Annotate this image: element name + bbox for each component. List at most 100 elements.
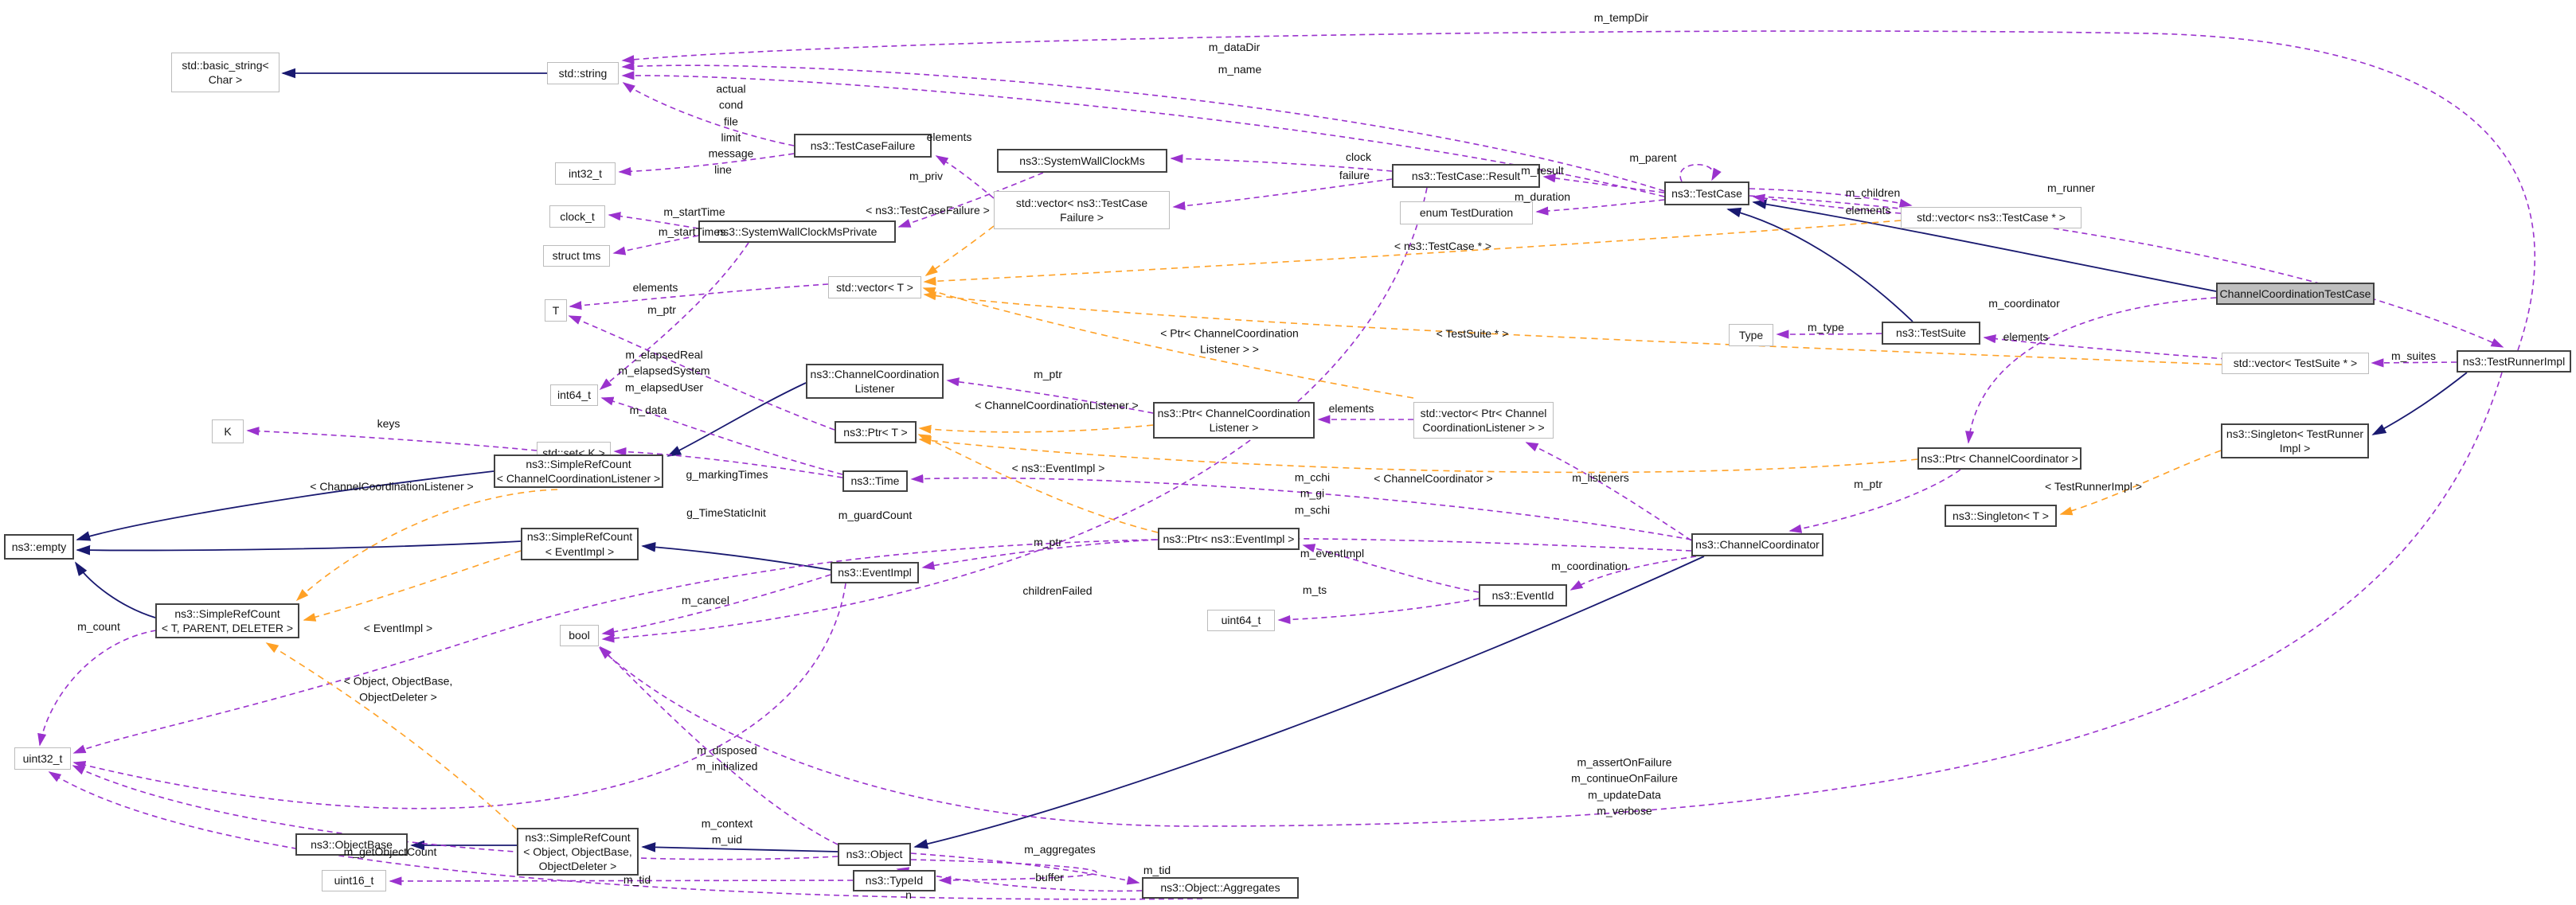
edge-vects-inst-vectort <box>923 291 2222 365</box>
node-object-base[interactable]: ns3::ObjectBase <box>295 833 408 856</box>
node-ptr-event-impl[interactable]: ns3::Ptr< ns3::EventImpl > <box>1158 528 1300 550</box>
node-uint16-t: uint16_t <box>322 870 386 891</box>
edge-cc-coordination-eventid <box>1569 556 1697 591</box>
edge-object-getobjectcount-uint32 <box>72 765 838 860</box>
node-simple-ref-count-event-impl[interactable]: ns3::SimpleRefCount < EventImpl > <box>521 528 639 560</box>
node-simple-ref-count-tpd[interactable]: ns3::SimpleRefCount < T, PARENT, DELETER… <box>155 603 299 638</box>
edge-src-evt-to-empty <box>76 540 522 556</box>
node-ns3-object[interactable]: ns3::Object <box>838 843 911 866</box>
edge-label: m_tid <box>1143 863 1171 876</box>
edge-label: < TestSuite * > <box>1436 326 1509 340</box>
node-system-wall-clock-ms[interactable]: ns3::SystemWallClockMs <box>997 149 1167 173</box>
node-channel-coordinator[interactable]: ns3::ChannelCoordinator <box>1691 533 1824 556</box>
edge-label: g_markingTimes <box>686 467 768 481</box>
edge-label: m_tid <box>623 872 651 886</box>
edge-tri-flags-bool <box>598 372 2503 827</box>
edge-label: g_TimeStaticInit <box>686 505 766 519</box>
edge-label: m_duration <box>1514 189 1571 203</box>
node-int32-t: int32_t <box>555 162 616 185</box>
edge-label: m_assertOnFailure m_continueOnFailure m_… <box>1571 755 1678 817</box>
node-event-id[interactable]: ns3::EventId <box>1479 584 1567 607</box>
node-t: T <box>545 299 567 322</box>
node-ns3-time[interactable]: ns3::Time <box>842 470 908 492</box>
edge-label: m_guardCount <box>838 508 913 521</box>
edge-label: m_suites <box>2390 349 2437 362</box>
edge-label: m_children <box>1845 185 1901 199</box>
edge-ptrccl-inst-ptrt <box>918 424 1154 434</box>
node-system-wall-clock-ms-private[interactable]: ns3::SystemWallClockMsPrivate <box>698 220 896 243</box>
edge-test-case-datadir-string <box>621 61 1665 192</box>
edge-label: < ns3::TestCase * > <box>1394 239 1492 252</box>
node-channel-coordination-listener[interactable]: ns3::ChannelCoordination Listener <box>806 364 944 399</box>
edge-src-tpd-to-empty <box>74 561 156 618</box>
node-int64-t: int64_t <box>550 384 598 406</box>
edge-label: failure <box>1339 168 1370 181</box>
node-vector-t: std::vector< T > <box>828 276 921 298</box>
node-event-impl[interactable]: ns3::EventImpl <box>831 562 919 583</box>
edge-label: m_cchi m_gi m_schi <box>1294 470 1331 517</box>
node-simple-ref-count-ccl[interactable]: ns3::SimpleRefCount < ChannelCoordinatio… <box>494 454 663 488</box>
edge-label: m_disposed m_initialized <box>696 743 758 773</box>
edge-label: m_type <box>1808 320 1844 334</box>
edge-label: m_ptr <box>1034 535 1062 548</box>
node-vector-test-case-failure: std::vector< ns3::TestCase Failure > <box>994 191 1170 229</box>
node-ptr-ccl[interactable]: ns3::Ptr< ChannelCoordination Listener > <box>1153 402 1315 439</box>
edge-label: < TestRunnerImpl > <box>2045 479 2142 493</box>
node-bool: bool <box>560 625 599 646</box>
edge-object-disposed-bool <box>599 646 838 845</box>
edge-result-childrenfailed-bool <box>601 187 1428 643</box>
edge-swcpriv-starttimes-tms <box>612 235 699 256</box>
node-test-suite[interactable]: ns3::TestSuite <box>1882 322 1980 345</box>
edge-label: m_priv <box>909 169 944 182</box>
edge-test-case-result-edge <box>1542 174 1665 193</box>
node-singleton-t[interactable]: ns3::Singleton< T > <box>1945 505 2057 527</box>
edge-label: m_eventImpl <box>1300 546 1365 560</box>
edge-eventimpl-context-uint32 <box>72 583 846 809</box>
edge-object-to-src-obj <box>641 842 838 852</box>
edge-typeid-tid-uint16 <box>389 876 854 886</box>
node-k: K <box>212 419 244 443</box>
edge-label: m_listeners <box>1572 470 1629 484</box>
edge-label: m_dataDir <box>1208 40 1261 53</box>
edge-test-case-runner-tri <box>1749 195 2504 348</box>
edge-label: elements <box>1328 401 1374 415</box>
edge-label: < ChannelCoordinator > <box>1374 471 1493 485</box>
edge-label: m_coordinator <box>1988 296 2060 310</box>
edge-label: elements <box>2003 330 2049 343</box>
edge-ptrevt-mptr-eventimpl <box>921 539 1159 570</box>
edge-label: elements <box>1845 203 1891 216</box>
edge-cc-guardcount-uint32 <box>72 537 1692 754</box>
edge-label: < Object, ObjectBase, ObjectDeleter > <box>343 674 453 704</box>
node-object-aggregates[interactable]: ns3::Object::Aggregates <box>1142 877 1299 899</box>
node-ns3-empty[interactable]: ns3::empty <box>4 534 74 560</box>
edge-test-suite-to-test-case <box>1726 207 1913 322</box>
node-test-case[interactable]: ns3::TestCase <box>1664 181 1749 205</box>
edge-label: m_ptr <box>647 302 676 316</box>
edge-result-failure-vectcf <box>1172 178 1393 211</box>
node-test-case-result[interactable]: ns3::TestCase::Result <box>1392 164 1540 188</box>
node-ptr-channel-coordinator[interactable]: ns3::Ptr< ChannelCoordinator > <box>1917 447 2082 470</box>
node-ptr-t[interactable]: ns3::Ptr< T > <box>835 421 917 443</box>
edge-label: m_elapsedReal m_elapsedSystem m_elapsedU… <box>618 348 710 394</box>
edge-object-tid-typeid <box>910 859 1097 885</box>
node-test-case-failure[interactable]: ns3::TestCaseFailure <box>794 134 932 158</box>
edge-cctc-to-test-case <box>1752 199 2217 292</box>
edge-ccl-to-src-ccl <box>666 382 807 457</box>
edge-label: < ns3::TestCaseFailure > <box>866 203 990 216</box>
edge-label: elements <box>926 130 972 143</box>
node-type-id[interactable]: ns3::TypeId <box>853 870 936 891</box>
edge-swc-priv-edge <box>897 172 1044 228</box>
edge-vectort-elements-t <box>569 283 829 310</box>
node-enum-test-duration: enum TestDuration <box>1400 201 1533 224</box>
edge-setk-keys-k <box>246 427 537 451</box>
edge-tri-suites-vects <box>2371 358 2457 368</box>
node-simple-ref-count-object[interactable]: ns3::SimpleRefCount < Object, ObjectBase… <box>517 828 639 876</box>
node-vector-test-case-ptr: std::vector< ns3::TestCase * > <box>1901 207 2082 228</box>
edge-srcccl-inst-srctpd <box>295 489 558 602</box>
node-singleton-test-runner-impl[interactable]: ns3::Singleton< TestRunner Impl > <box>2221 423 2369 458</box>
edge-label: m_context m_uid <box>701 817 753 846</box>
edge-label: line <box>714 162 732 176</box>
node-test-runner-impl[interactable]: ns3::TestRunnerImpl <box>2457 350 2571 373</box>
node-struct-tms: struct tms <box>543 245 610 267</box>
edge-label: n <box>905 887 912 901</box>
